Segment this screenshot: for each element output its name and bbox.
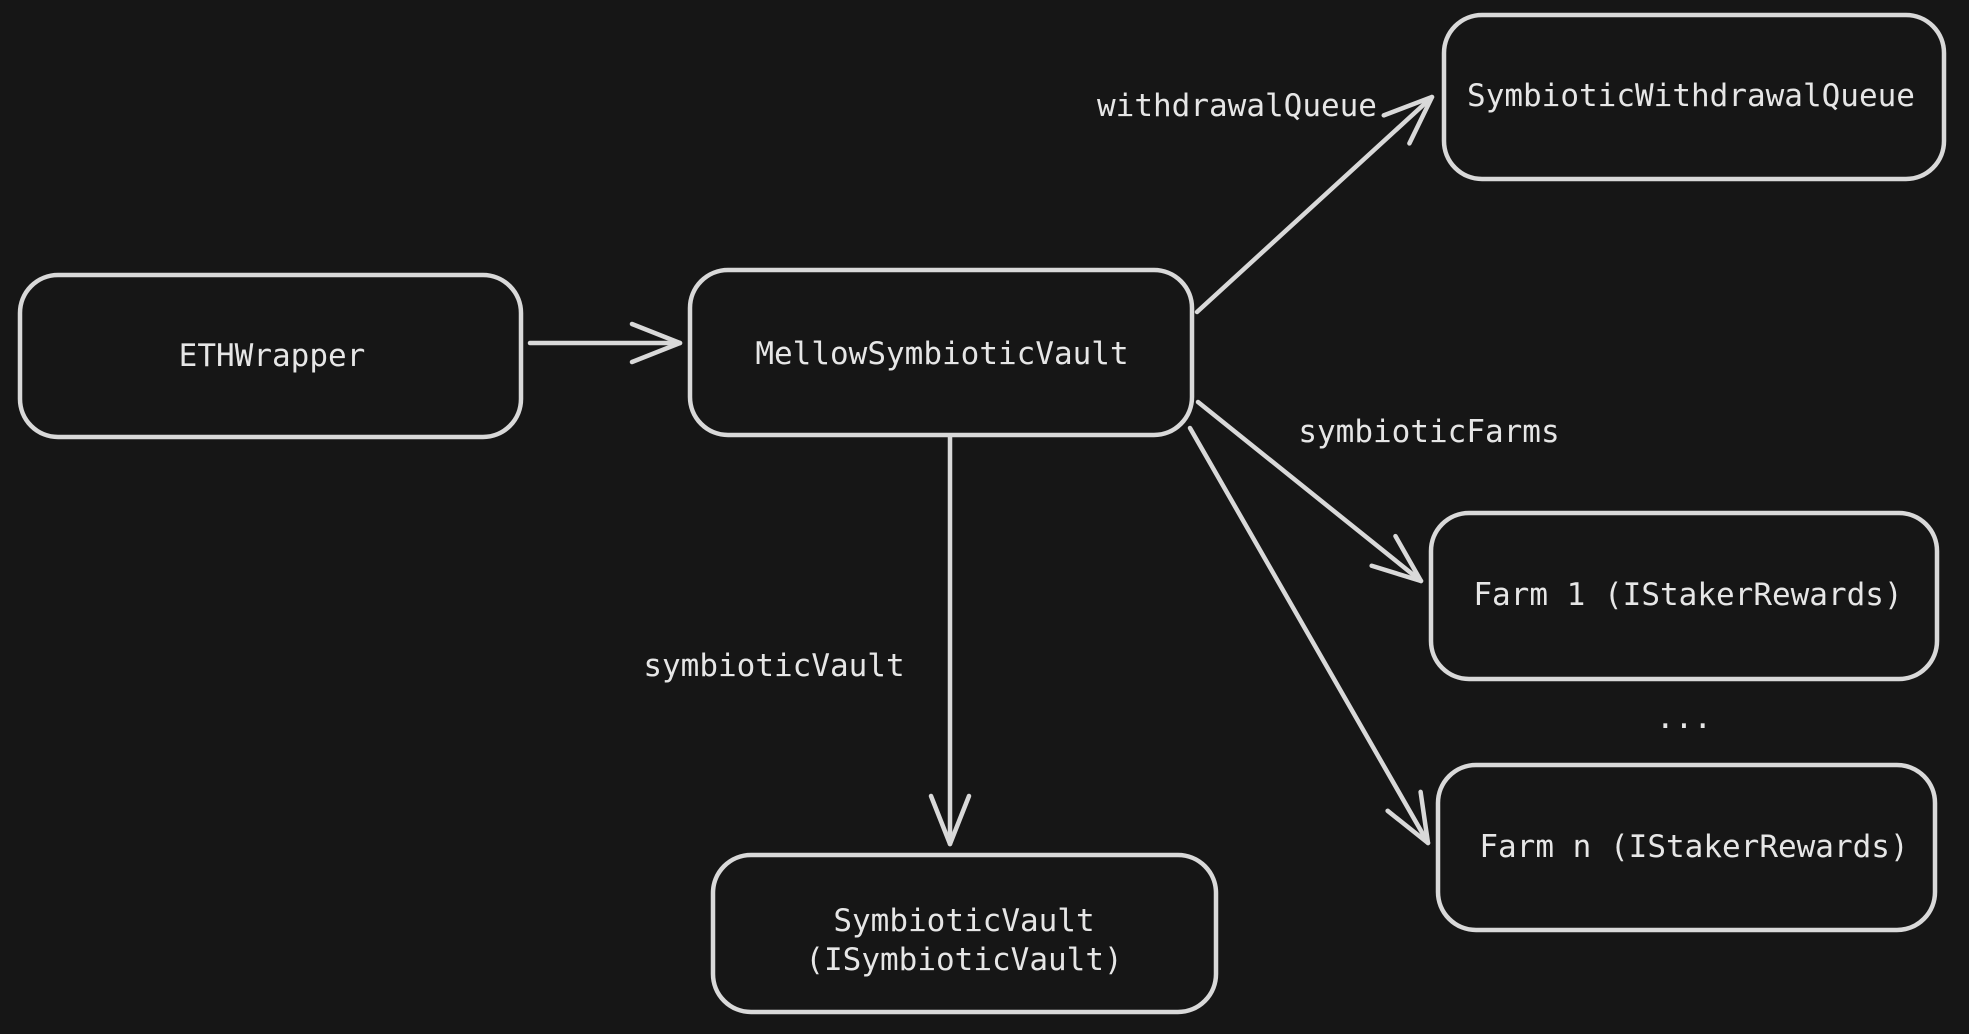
- node-label-symbiotic-vault-line2: (ISymbioticVault): [805, 942, 1122, 978]
- node-mellow-symbiotic-vault: MellowSymbioticVault: [687, 267, 1195, 438]
- nodes-layer: ETHWrapper MellowSymbioticVault Symbioti…: [17, 12, 1947, 1015]
- edge-label-withdrawal-queue: withdrawalQueue: [1097, 88, 1377, 124]
- node-box-mellow-symbiotic-vault: [687, 267, 1195, 438]
- edge-mellowsymbioticvault-to-farm-n: [1187, 425, 1431, 846]
- edges-layer: [527, 94, 1435, 847]
- node-box-eth-wrapper: [17, 272, 524, 440]
- node-symbiotic-withdrawal-queue: SymbioticWithdrawalQueue: [1441, 12, 1947, 182]
- node-box-symbiotic-vault: [710, 852, 1219, 1015]
- node-label-farm-1: Farm 1 (IStakerRewards): [1473, 577, 1902, 613]
- edge-mellowsymbioticvault-to-symbioticwithdrawalqueue: [1194, 94, 1435, 315]
- node-box-symbiotic-withdrawal-queue: [1441, 12, 1947, 182]
- node-farm-n: Farm n (IStakerRewards): [1435, 762, 1938, 933]
- node-box-farm-1: [1428, 510, 1940, 682]
- node-label-symbiotic-vault-line1: SymbioticVault: [833, 903, 1094, 939]
- edge-labels-layer: withdrawalQueue symbioticFarms symbiotic…: [643, 88, 1712, 736]
- edge-label-symbiotic-vault: symbioticVault: [643, 648, 904, 684]
- node-label-mellow-symbiotic-vault: MellowSymbioticVault: [755, 336, 1128, 372]
- node-label-farm-n: Farm n (IStakerRewards): [1479, 829, 1908, 865]
- edge-mellowsymbioticvault-to-farm-1: [1195, 399, 1424, 584]
- node-eth-wrapper: ETHWrapper: [17, 272, 524, 440]
- node-box-farm-n: [1435, 762, 1938, 933]
- node-symbiotic-vault: SymbioticVault (ISymbioticVault): [710, 852, 1219, 1015]
- node-label-symbiotic-withdrawal-queue: SymbioticWithdrawalQueue: [1467, 78, 1915, 114]
- edge-label-symbiotic-farms: symbioticFarms: [1298, 414, 1559, 450]
- node-label-eth-wrapper: ETHWrapper: [179, 338, 366, 374]
- farms-ellipsis: ...: [1656, 700, 1712, 736]
- node-farm-1: Farm 1 (IStakerRewards): [1428, 510, 1940, 682]
